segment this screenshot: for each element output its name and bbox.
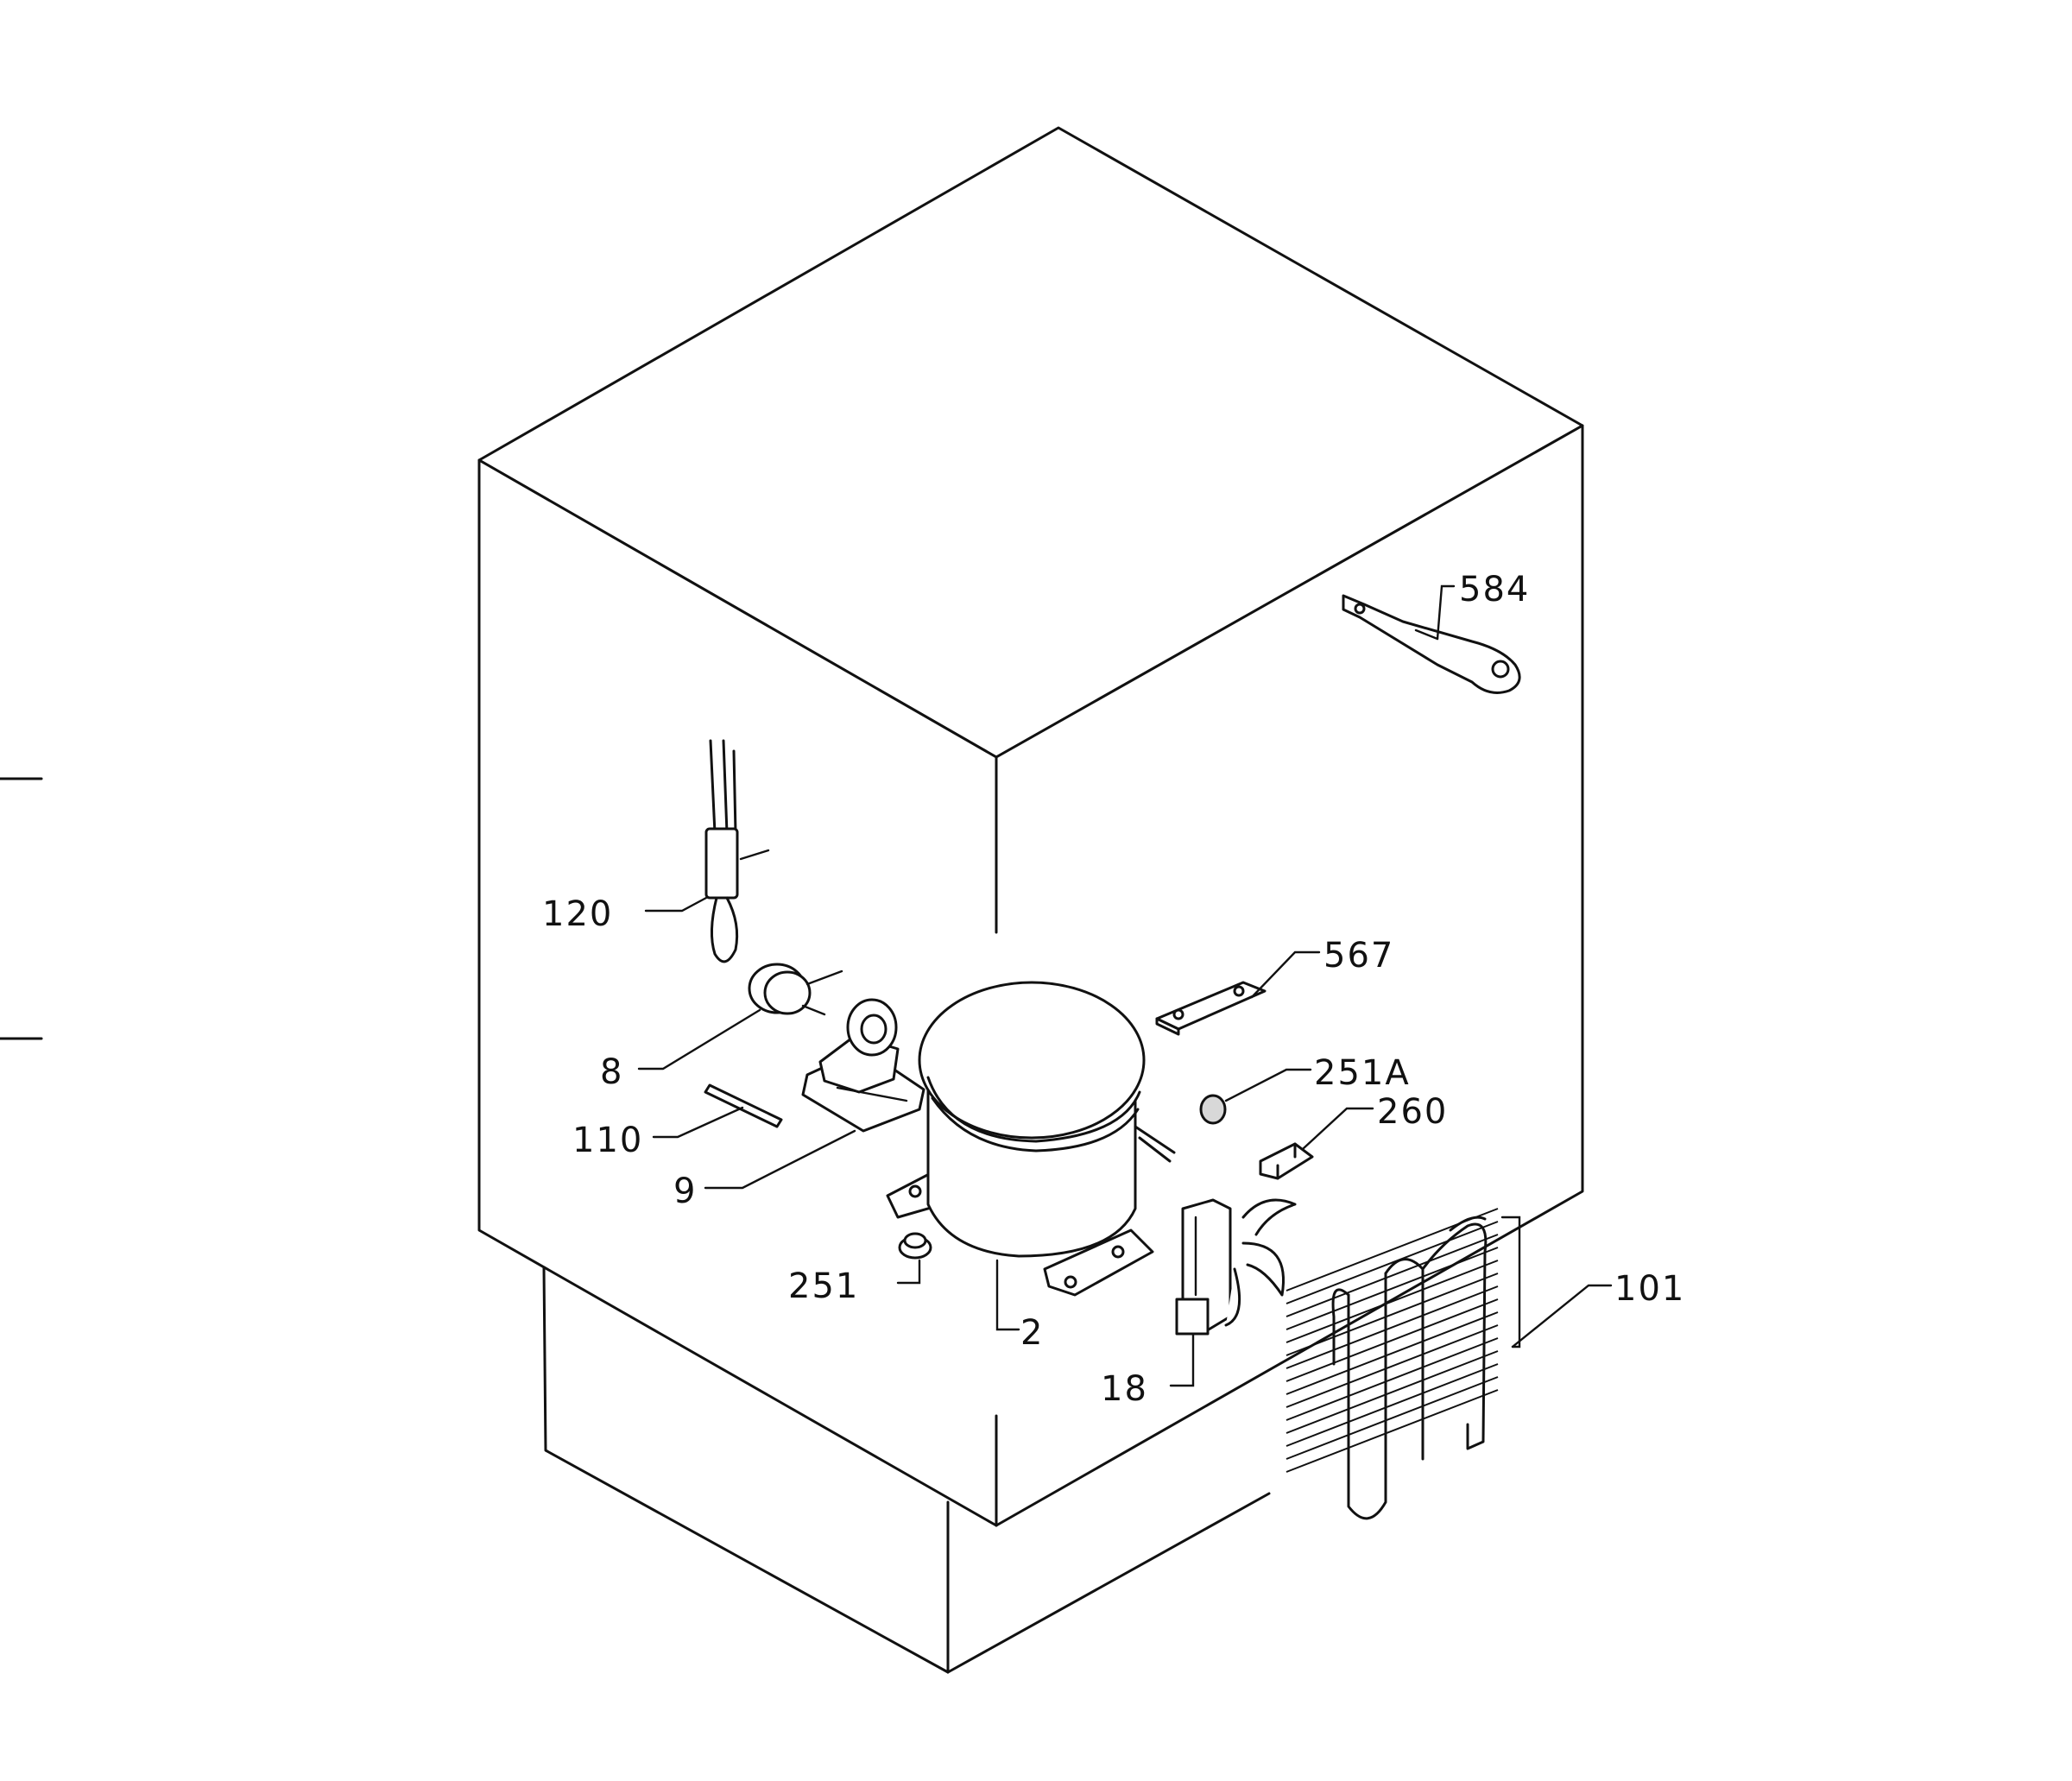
callout-8: 8 — [600, 1052, 623, 1092]
cabinet-base — [542, 1266, 950, 1674]
callout-260: 260 — [1377, 1092, 1448, 1132]
part-584-hinge — [1342, 594, 1521, 694]
callout-251A: 251A — [1314, 1053, 1411, 1093]
callout-251: 251 — [788, 1266, 859, 1306]
part-251A-grommet — [1199, 1094, 1227, 1125]
leader-lines — [637, 584, 1613, 1387]
callout-101: 101 — [1614, 1269, 1685, 1309]
part-110-pin — [704, 1083, 783, 1128]
part-120-thermostat — [704, 739, 770, 963]
callout-18: 18 — [1101, 1369, 1148, 1409]
callout-9: 9 — [673, 1172, 697, 1211]
part-260-bracket — [1259, 1142, 1314, 1180]
callout-110: 110 — [572, 1121, 643, 1160]
callout-584: 584 — [1459, 570, 1530, 609]
callout-2: 2 — [1020, 1313, 1044, 1353]
callout-120: 120 — [542, 894, 613, 934]
part-567-plate — [1155, 981, 1267, 1036]
part-18-fan-motor — [1175, 1198, 1297, 1336]
callout-labels: 584 120 567 8 251A 260 110 9 251 2 18 10… — [542, 570, 1685, 1409]
cabinet — [477, 126, 1584, 1674]
part-251-foot — [898, 1232, 932, 1260]
part-9-protector — [801, 998, 925, 1133]
callout-567: 567 — [1323, 936, 1394, 976]
part-101-condenser — [1286, 1208, 1499, 1520]
part-8-relay — [748, 963, 843, 1016]
margin-marks — [0, 777, 43, 1040]
part-2-compressor — [886, 981, 1176, 1297]
